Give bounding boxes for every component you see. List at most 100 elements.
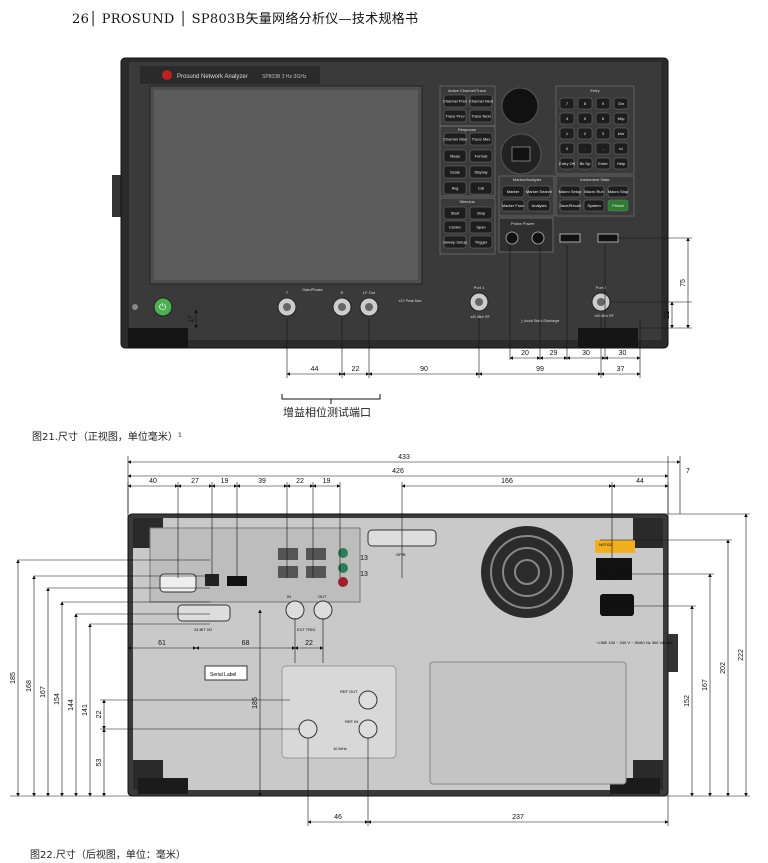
dim-37: 37 <box>617 366 625 373</box>
key-num-9-label: 2 <box>584 131 587 136</box>
key-num-0[interactable] <box>559 97 575 110</box>
key-num-1-label: 8 <box>584 101 587 106</box>
key-center[interactable] <box>443 220 467 234</box>
key-marker-search-label: Marker Search <box>526 189 552 194</box>
model-label: SP803B 3 Hz-3GHz <box>262 74 307 80</box>
key-center-label: Center <box>449 225 462 230</box>
port-label-1: R <box>341 290 344 295</box>
key-trigger[interactable] <box>469 235 493 249</box>
gp-note: ±2V Peak Max <box>399 299 422 303</box>
dim-166: 166 <box>501 478 513 485</box>
key-num-17[interactable] <box>577 157 593 170</box>
key-num-18[interactable] <box>595 157 611 170</box>
key-macro-run[interactable] <box>583 185 605 198</box>
key-display[interactable] <box>469 165 493 179</box>
key-num-17-label: Bk Sp <box>580 161 591 166</box>
key-cal[interactable] <box>469 181 493 195</box>
dim-left-2: 167 <box>40 686 47 698</box>
key-num-2[interactable] <box>595 97 611 110</box>
key-macro-setup-label: Macro Setup <box>559 189 582 194</box>
key-macro-stop[interactable] <box>607 185 629 198</box>
key-save-recall[interactable] <box>559 199 581 212</box>
key-num-4-label: 4 <box>566 116 569 121</box>
key-trace-max[interactable] <box>469 132 493 146</box>
key-cal-label: Cal <box>478 186 484 191</box>
key-meas[interactable] <box>443 149 467 163</box>
key-num-11[interactable] <box>613 127 629 140</box>
key-channel-next[interactable] <box>469 94 493 108</box>
key-stop[interactable] <box>469 206 493 220</box>
key-num-15[interactable] <box>613 142 629 155</box>
dim-right-1: 167 <box>702 679 709 691</box>
key-num-14[interactable] <box>595 142 611 155</box>
key-analysis[interactable] <box>527 199 551 212</box>
key-sweep-setup[interactable] <box>443 235 467 249</box>
dim-75: 75 <box>680 279 687 287</box>
section-active-channel: Active Channel/Trace <box>448 88 487 93</box>
key-trace-next[interactable] <box>469 109 493 123</box>
port2-note: ±40 dBm RF <box>594 314 614 318</box>
rear-view-drawing: 24 BIT I/O IN OUT EXT TRIG GPIB NOTICE ~… <box>10 454 750 826</box>
dim-29: 29 <box>550 350 558 357</box>
key-marker-label: Marker <box>507 189 520 194</box>
key-marker-func-label: Marker Func <box>502 203 524 208</box>
dim-20: 20 <box>521 350 529 357</box>
key-num-12[interactable] <box>559 142 575 155</box>
key-num-3[interactable] <box>613 97 629 110</box>
gpib-label: GPIB <box>396 552 406 557</box>
key-analysis-label: Analysis <box>532 203 547 208</box>
dim-22-mid: 22 <box>305 640 313 647</box>
port-label-0: T <box>286 290 289 295</box>
key-channel-prev[interactable] <box>443 94 467 108</box>
key-num-19[interactable] <box>613 157 629 170</box>
key-span[interactable] <box>469 220 493 234</box>
key-preset[interactable] <box>607 199 629 212</box>
key-marker-func[interactable] <box>501 199 525 212</box>
svg-text:⏻: ⏻ <box>159 302 166 312</box>
key-num-9[interactable] <box>577 127 593 140</box>
port-label-3: Port 1 <box>474 285 485 290</box>
key-scale[interactable] <box>443 165 467 179</box>
key-num-1[interactable] <box>577 97 593 110</box>
key-marker-search[interactable] <box>527 185 551 198</box>
dim-left-0: 185 <box>10 672 17 684</box>
key-macro-setup[interactable] <box>559 185 581 198</box>
key-format[interactable] <box>469 149 493 163</box>
key-num-18-label: Enter <box>598 161 608 166</box>
key-num-4[interactable] <box>559 112 575 125</box>
figure2-caption: 图22.尺寸（后视图，单位：毫米） <box>30 850 186 861</box>
key-trace-prev[interactable] <box>443 109 467 123</box>
dim-22: 22 <box>352 366 360 373</box>
key-num-0-label: 7 <box>566 101 569 106</box>
key-num-6[interactable] <box>595 112 611 125</box>
key-channel-next-label: Channel Next <box>469 99 494 104</box>
dim-46: 46 <box>334 814 342 821</box>
key-num-8-label: 1 <box>566 131 569 136</box>
key-num-13[interactable] <box>577 142 593 155</box>
key-num-2-label: 9 <box>602 101 605 106</box>
dim-185-mid: 185 <box>252 697 259 709</box>
key-num-16[interactable] <box>559 157 575 170</box>
key-avg[interactable] <box>443 181 467 195</box>
port-label-2: LF Out <box>363 290 376 295</box>
key-num-8[interactable] <box>559 127 575 140</box>
dim-right-3: 222 <box>738 649 745 661</box>
key-start[interactable] <box>443 206 467 220</box>
key-system[interactable] <box>583 199 605 212</box>
section-marker: Marker/Analysis <box>513 177 541 182</box>
dim-44-rear: 44 <box>636 478 644 485</box>
dim-row-1: 27 <box>191 478 199 485</box>
section-response: Response <box>458 127 477 132</box>
key-channel-max[interactable] <box>443 132 467 146</box>
key-marker[interactable] <box>501 185 525 198</box>
dim-17: 17 <box>188 315 195 323</box>
key-num-7[interactable] <box>613 112 629 125</box>
figure1-caption: 图21.尺寸（正视图，单位毫米）¹ <box>32 432 182 443</box>
dim-90: 90 <box>420 366 428 373</box>
key-num-10[interactable] <box>595 127 611 140</box>
gain-phase-label: Gain/Phase <box>302 287 324 292</box>
key-format-label: Format <box>475 154 489 159</box>
dim-68: 68 <box>242 640 250 647</box>
dim-right-2: 202 <box>720 662 727 674</box>
key-num-5[interactable] <box>577 112 593 125</box>
